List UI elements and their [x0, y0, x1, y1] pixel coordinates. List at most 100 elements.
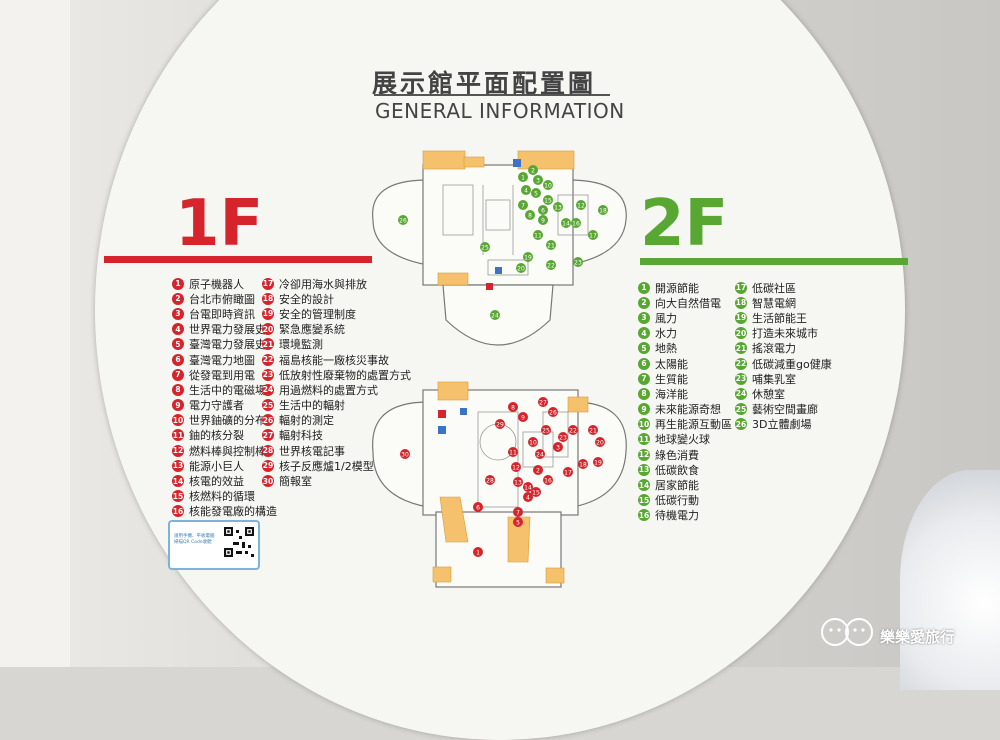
legend-item-label: 3D立體劇場 — [752, 418, 812, 432]
legend-item-label: 台北市俯瞰圖 — [189, 292, 255, 306]
legend-number-badge: 6 — [172, 353, 184, 366]
map-marker-22: 22 — [546, 260, 556, 270]
map-marker-12: 12 — [511, 462, 521, 472]
svg-text:22: 22 — [547, 262, 555, 269]
legend-number-badge: 7 — [638, 372, 650, 385]
map-marker-23: 23 — [558, 432, 568, 442]
svg-text:9: 9 — [521, 414, 525, 421]
legend-item-label: 生質能 — [655, 372, 688, 386]
svg-text:30: 30 — [401, 451, 409, 458]
legend-item-label: 低碳社區 — [752, 281, 796, 295]
legend-item-label: 打造未來城市 — [752, 327, 818, 341]
svg-text:21: 21 — [589, 427, 597, 434]
legend-number-badge: 2 — [172, 292, 184, 305]
svg-text:28: 28 — [486, 477, 494, 484]
svg-text:25: 25 — [481, 244, 489, 251]
floor-label-1f: 1F — [175, 187, 264, 261]
elevator-icon — [486, 283, 493, 290]
legend-item-2f-21: 21 搖滾電力 — [735, 341, 832, 356]
legend-number-badge: 24 — [262, 383, 274, 396]
qr-code-icon[interactable] — [224, 527, 254, 557]
svg-text:3: 3 — [556, 444, 560, 451]
svg-text:20: 20 — [596, 439, 604, 446]
legend-item-label: 太陽能 — [655, 357, 688, 371]
legend-number-badge: 10 — [638, 418, 650, 431]
svg-text:8: 8 — [528, 212, 532, 219]
legend-item-label: 待機電力 — [655, 509, 699, 523]
restroom-icon-1f-blue — [438, 426, 446, 434]
map-marker-13: 13 — [553, 202, 563, 212]
svg-text:19: 19 — [594, 459, 602, 466]
svg-text:13: 13 — [554, 204, 562, 211]
legend-number-badge: 21 — [735, 342, 747, 355]
svg-text:16: 16 — [544, 477, 552, 484]
legend-item-label: 簡報室 — [279, 475, 312, 489]
legend-item-label: 原子機器人 — [189, 277, 244, 291]
map-marker-17: 17 — [588, 230, 598, 240]
legend-number-badge: 1 — [172, 277, 184, 290]
svg-text:21: 21 — [547, 242, 555, 249]
legend-item-label: 搖滾電力 — [752, 342, 796, 356]
svg-text:12: 12 — [512, 464, 520, 471]
legend-item-label: 低碳飲食 — [655, 463, 699, 477]
legend-item-label: 世界電力發展史 — [189, 323, 266, 337]
legend-item-label: 世界核電記事 — [279, 444, 345, 458]
map-marker-25: 25 — [480, 242, 490, 252]
svg-text:8: 8 — [511, 404, 515, 411]
map-marker-8: 8 — [525, 210, 535, 220]
map-marker-9: 9 — [538, 215, 548, 225]
map-marker-24: 24 — [535, 449, 545, 459]
restroom-icon-1f — [438, 410, 446, 418]
legend-item-label: 水力 — [655, 327, 677, 341]
svg-text:1: 1 — [476, 549, 480, 556]
legend-item-label: 核電的效益 — [189, 475, 244, 489]
svg-text:23: 23 — [559, 434, 567, 441]
accessible-icon — [513, 159, 521, 167]
legend-number-badge: 30 — [262, 475, 274, 488]
svg-text:7: 7 — [516, 509, 520, 516]
map-marker-18: 18 — [598, 205, 608, 215]
accessible-icon-1f — [460, 408, 467, 415]
legend-number-badge: 12 — [172, 444, 184, 457]
watermark-logo-icon — [821, 618, 873, 646]
legend-item-label: 再生能源互動區 — [655, 418, 732, 432]
legend-number-badge: 25 — [735, 403, 747, 416]
page-subtitle: GENERAL INFORMATION — [375, 99, 625, 123]
legend-item-label: 台電即時資訊 — [189, 307, 255, 321]
map-marker-23: 23 — [573, 257, 583, 267]
legend-number-badge: 19 — [262, 307, 274, 320]
legend-item-label: 能源小巨人 — [189, 459, 244, 473]
legend-number-badge: 2 — [638, 296, 650, 309]
legend-item-label: 輻射的測定 — [279, 414, 334, 428]
legend-item-label: 海洋能 — [655, 387, 688, 401]
legend-item-label: 鈾的核分裂 — [189, 429, 244, 443]
legend-number-badge: 22 — [262, 353, 274, 366]
legend-number-badge: 20 — [262, 323, 274, 336]
map-marker-9: 9 — [518, 412, 528, 422]
title-divider — [374, 94, 610, 96]
legend-item-label: 核燃料的循環 — [189, 490, 255, 504]
legend-item-label: 輻射科技 — [279, 429, 323, 443]
watermark-text: 樂樂愛旅行 — [880, 628, 956, 646]
legend-item-label: 地球變火球 — [655, 433, 710, 447]
